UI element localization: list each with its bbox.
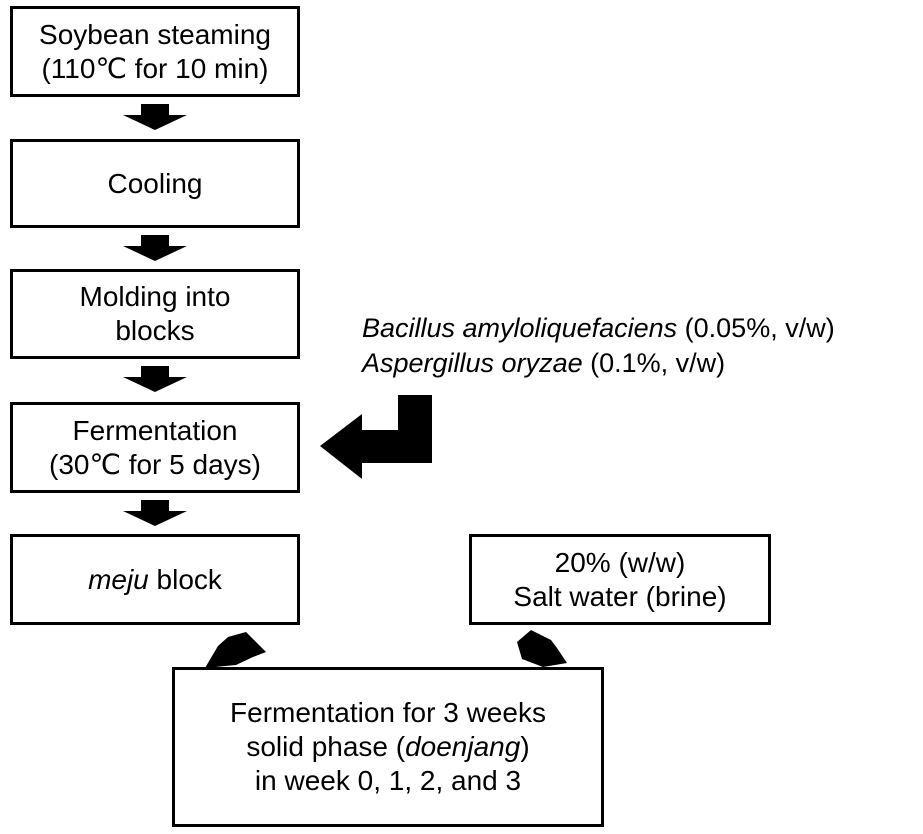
meju-italic: meju: [88, 563, 149, 595]
inoculum-bacillus-species: Bacillus amyloliquefaciens: [362, 313, 678, 343]
arrow-inoculum-to-fermentation: [320, 395, 432, 479]
arrow-down-fermentation-to-meju: [123, 500, 187, 526]
arrow-down-steaming-to-cooling: [123, 104, 187, 130]
step-soybean-steaming: Soybean steaming (110℃ for 10 min): [10, 6, 300, 97]
step-molding: Molding into blocks: [10, 269, 300, 359]
step-final-fermentation: Fermentation for 3 weeks solid phase (do…: [172, 667, 604, 827]
final-line2: solid phase (doenjang): [246, 730, 529, 764]
inoculum-aspergillus-species: Aspergillus oryzae: [362, 348, 583, 378]
step-molding-line1: Molding into: [79, 281, 231, 312]
final-line1: Fermentation for 3 weeks: [230, 697, 546, 728]
step-molding-line2: blocks: [115, 315, 195, 346]
step-fermentation-condition: (30℃ for 5 days): [49, 448, 261, 480]
final-line3: in week 0, 1, 2, and 3: [254, 765, 522, 796]
meju-label: meju block: [88, 563, 222, 597]
step-steaming-title: Soybean steaming: [39, 18, 271, 50]
step-meju-block: meju block: [10, 534, 300, 625]
step-fermentation: Fermentation (30℃ for 5 days): [10, 402, 300, 493]
step-brine: 20% (w/w) Salt water (brine): [469, 534, 771, 625]
step-fermentation-title: Fermentation: [72, 414, 238, 446]
inoculum-aspergillus: Aspergillus oryzae (0.1%, v/w): [362, 346, 725, 380]
step-cooling: Cooling: [10, 139, 300, 228]
arrow-brine-to-final: [517, 630, 567, 667]
brine-concentration: 20% (w/w): [554, 546, 686, 578]
step-cooling-label: Cooling: [107, 167, 203, 199]
arrow-down-cooling-to-molding: [123, 235, 187, 261]
step-steaming-condition: (110℃ for 10 min): [41, 52, 269, 84]
meju-rest: block: [148, 563, 222, 595]
final-line2-pre: solid phase (: [246, 731, 406, 762]
final-line2-post: ): [520, 731, 530, 762]
final-line2-italic: doenjang: [405, 731, 521, 762]
inoculum-bacillus: Bacillus amyloliquefaciens (0.05%, v/w): [362, 311, 835, 345]
inoculum-bacillus-amount: (0.05%, v/w): [677, 313, 835, 343]
arrow-meju-to-final: [205, 632, 266, 668]
inoculum-aspergillus-amount: (0.1%, v/w): [582, 348, 726, 378]
arrow-down-molding-to-fermentation: [123, 366, 187, 392]
brine-label: Salt water (brine): [513, 580, 727, 612]
